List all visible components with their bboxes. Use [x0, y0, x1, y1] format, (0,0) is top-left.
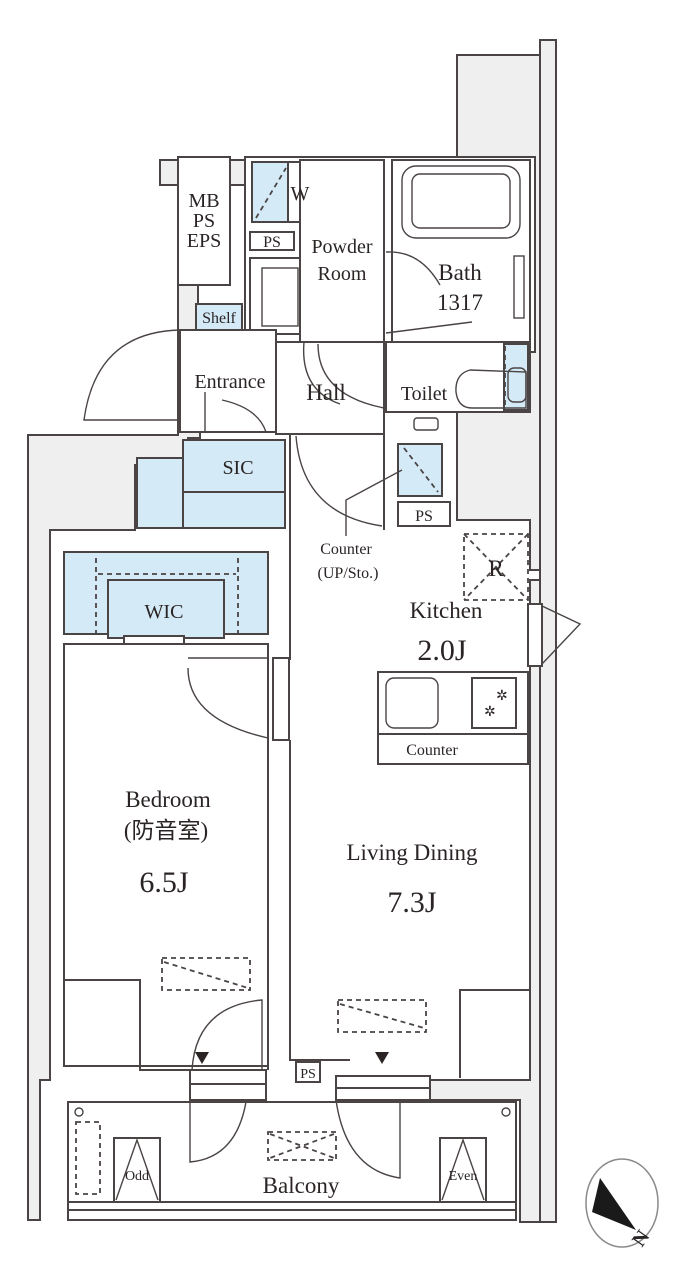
refrigerator-space [463, 533, 529, 601]
compass-ring [585, 1158, 659, 1248]
svg-text:✲: ✲ [496, 689, 508, 704]
compass-needle-icon [592, 1178, 636, 1230]
label-ps-mid: PS [415, 508, 433, 525]
label-mb: MB [188, 190, 219, 212]
label-even: Even [449, 1169, 478, 1184]
label-bedroom-note: (防音室) [124, 818, 208, 843]
label-bedroom: Bedroom [125, 787, 211, 812]
label-ps: PS [193, 210, 215, 232]
compass [585, 1158, 659, 1248]
svg-text:✲: ✲ [484, 705, 496, 720]
labels: MB PS EPS W PS Powder Room Bath 1317 She… [124, 183, 655, 1251]
shelf [195, 303, 243, 331]
label-sic: SIC [222, 457, 253, 479]
balcony [67, 1101, 517, 1221]
label-kitchen: Kitchen [410, 598, 483, 623]
label-counter-up-2: (UP/Sto.) [318, 565, 379, 582]
stove [471, 677, 517, 729]
label-entrance: Entrance [194, 371, 265, 393]
label-ps-top: PS [263, 234, 281, 251]
label-shelf: Shelf [202, 310, 236, 327]
label-wic: WIC [145, 601, 184, 623]
mb-ps-eps-closet [177, 156, 231, 286]
ps-shaft-top [249, 231, 295, 251]
label-living-dining: Living Dining [347, 840, 478, 865]
label-refrigerator: R [488, 556, 504, 581]
label-counter-kitchen: Counter [406, 742, 458, 759]
ps-shaft-mid [397, 501, 451, 527]
label-bath: Bath [438, 260, 482, 285]
label-bath-size: 1317 [437, 290, 483, 315]
label-toilet: Toilet [401, 383, 448, 405]
label-hall: Hall [306, 380, 346, 405]
bath [391, 159, 531, 343]
entrance [179, 329, 277, 433]
powder-room [299, 159, 385, 343]
label-ps-bottom: PS [300, 1067, 316, 1082]
label-powder-room-2: Room [318, 263, 367, 285]
label-counter-up-1: Counter [320, 541, 372, 558]
label-eps: EPS [187, 230, 221, 252]
label-washer: W [291, 183, 310, 205]
label-balcony: Balcony [263, 1173, 340, 1198]
sink [385, 677, 439, 729]
kitchen-counter [377, 671, 529, 765]
washer-space [251, 161, 289, 223]
label-bedroom-area: 6.5J [139, 866, 189, 899]
label-living-dining-area: 7.3J [387, 886, 437, 919]
outdoor-unit-space [75, 1121, 101, 1195]
ps-shaft-bottom [295, 1061, 321, 1083]
label-powder-room-1: Powder [311, 236, 372, 258]
vanity [249, 257, 301, 335]
label-odd: Odd [125, 1169, 149, 1184]
label-kitchen-area: 2.0J [417, 634, 467, 667]
hall [275, 341, 385, 435]
